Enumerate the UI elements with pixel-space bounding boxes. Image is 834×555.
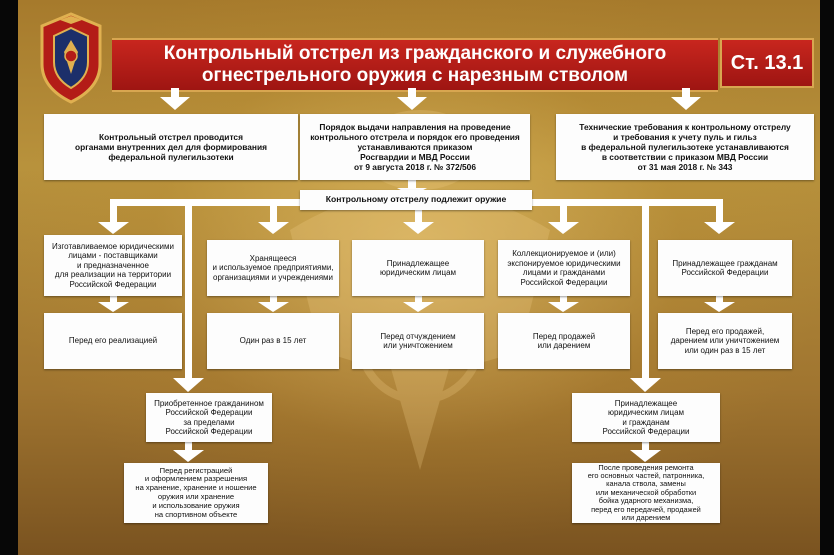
condition-box: Перед его реализацией bbox=[44, 313, 182, 369]
subject-box: Контрольному отстрелу подлежит оружие bbox=[300, 190, 532, 210]
condition-box: Перед отчуждением или уничтожением bbox=[352, 313, 484, 369]
left-border bbox=[0, 0, 18, 555]
condition-box: После проведения ремонта его основных ча… bbox=[572, 463, 720, 523]
subject-box-text: Контрольному отстрелу подлежит оружие bbox=[325, 194, 507, 205]
category-box-collectible: Коллекционируемое и (или) экспонируемое … bbox=[498, 240, 630, 296]
page-title: Контрольный отстрел из гражданского и сл… bbox=[163, 43, 667, 86]
condition-box: Один раз в 15 лет bbox=[207, 313, 339, 369]
info-box-order: Порядок выдачи направления на проведение… bbox=[300, 114, 530, 180]
right-border bbox=[820, 0, 834, 555]
info-box-requirements: Технические требования к контрольному от… bbox=[556, 114, 814, 180]
category-text: Изготавливаемое юридическими лицами - по… bbox=[52, 241, 174, 289]
category-box-citizens: Принадлежащее гражданам Российской Федер… bbox=[658, 240, 792, 296]
info-box-order-text: Порядок выдачи направления на проведение… bbox=[310, 122, 520, 172]
category-text: Приобретенное гражданином Российской Фед… bbox=[154, 398, 264, 437]
condition-text: Перед продажей или дарением bbox=[532, 331, 596, 351]
info-box-requirements-text: Технические требования к контрольному от… bbox=[579, 122, 791, 172]
condition-box: Перед продажей или дарением bbox=[498, 313, 630, 369]
category-text: Принадлежащее гражданам Российской Федер… bbox=[672, 258, 778, 278]
condition-text: Перед его продажей, дарением или уничтож… bbox=[670, 326, 780, 355]
condition-text: Перед отчуждением или уничтожением bbox=[380, 331, 456, 351]
category-text: Принадлежащее юридическим лицам bbox=[379, 258, 457, 278]
condition-box: Перед его продажей, дарением или уничтож… bbox=[658, 313, 792, 369]
article-badge: Ст. 13.1 bbox=[720, 38, 814, 88]
category-box-legal-and-citizens: Принадлежащее юридическим лицам и гражда… bbox=[572, 393, 720, 442]
rosgvardia-emblem-icon bbox=[40, 12, 102, 104]
condition-text: После проведения ремонта его основных ча… bbox=[587, 462, 705, 523]
category-text: Хранящееся и используемое предприятиями,… bbox=[212, 253, 334, 282]
category-box-enterprises: Хранящееся и используемое предприятиями,… bbox=[207, 240, 339, 296]
category-box-legal-entities: Принадлежащее юридическим лицам bbox=[352, 240, 484, 296]
article-number: Ст. 13.1 bbox=[730, 52, 804, 74]
condition-text: Один раз в 15 лет bbox=[239, 336, 307, 346]
info-box-ovd-text: Контрольный отстрел проводится органами … bbox=[74, 132, 268, 162]
category-text: Принадлежащее юридическим лицам и гражда… bbox=[602, 398, 690, 437]
condition-text: Перед его реализацией bbox=[68, 336, 158, 346]
condition-box: Перед регистрацией и оформлением разреше… bbox=[124, 463, 268, 523]
header-banner: Контрольный отстрел из гражданского и сл… bbox=[112, 38, 718, 92]
category-box-manufactured: Изготавливаемое юридическими лицами - по… bbox=[44, 235, 182, 296]
condition-text: Перед регистрацией и оформлением разреше… bbox=[135, 465, 257, 519]
info-box-ovd: Контрольный отстрел проводится органами … bbox=[44, 114, 298, 180]
category-box-acquired-abroad: Приобретенное гражданином Российской Фед… bbox=[146, 393, 272, 442]
category-text: Коллекционируемое и (или) экспонируемое … bbox=[507, 249, 621, 287]
